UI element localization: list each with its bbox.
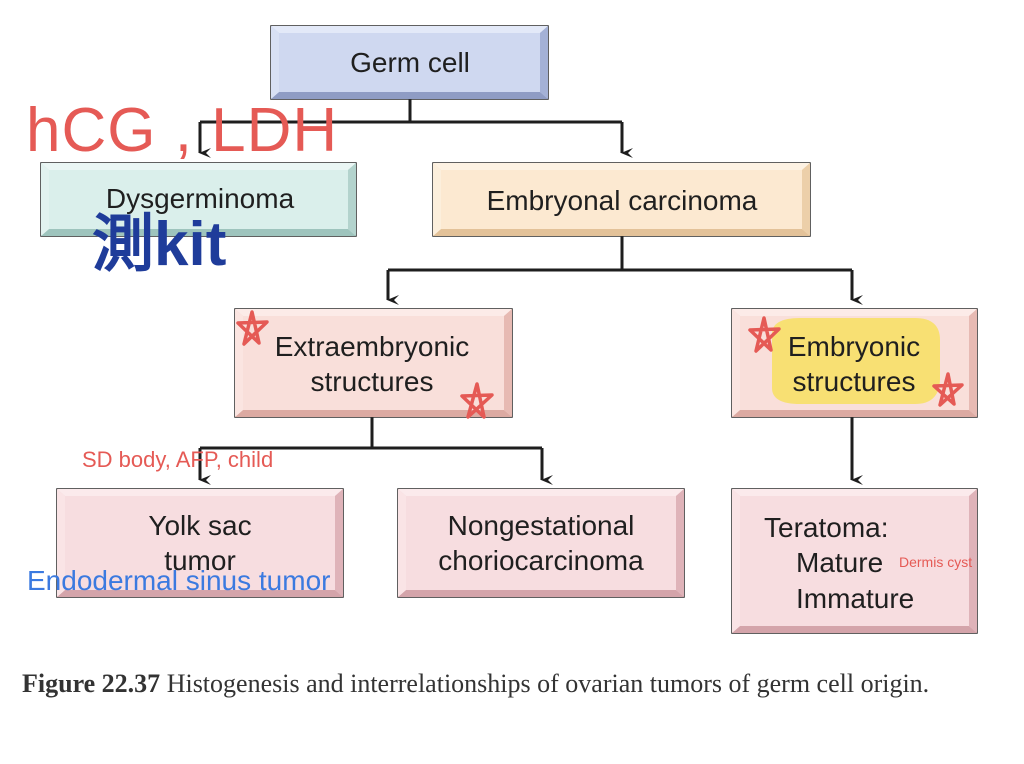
annotation-sd-body: SD body, AFP, child [82,447,274,472]
node-embryonic-line-2: structures [793,366,916,397]
annotation-endodermal-sinus-tumor: Endodermal sinus tumor [27,565,331,596]
node-embryonal-carcinoma: Embryonal carcinoma [432,162,811,237]
node-extraembryonic-line-1: Extraembryonic [275,331,470,362]
annotation-hcg-ldh: hCG , LDH [26,96,339,165]
node-embryonic-line-1: Embryonic [788,331,920,362]
node-yolk-sac-line-2: tumor [164,545,236,576]
node-extraembryonic-line-2: structures [311,366,434,397]
node-germ-cell: Germ cell [270,25,549,100]
yellow-highlight [772,318,940,404]
handwritten-stars [236,310,964,419]
diagram-canvas: Germ cell Dysgerminoma Embryonal carcino… [40,25,978,634]
node-embryonic-structures: Embryonic structures [731,308,978,418]
node-teratoma-line-1: Teratoma: [764,512,889,543]
node-nongestational-line-1: Nongestational [448,510,635,541]
node-embryonal-carcinoma-label: Embryonal carcinoma [487,185,758,216]
connector-embryonal-split [388,236,852,272]
star-mark-embryonic-bottom [932,372,964,407]
figure-caption-text: Histogenesis and interrelationships of o… [166,669,930,698]
connector-germ-split [200,99,622,124]
node-yolk-sac-tumor: Yolk sac tumor [56,488,344,598]
node-nongestational-line-2: choriocarcinoma [438,545,644,576]
node-yolk-sac-line-1: Yolk sac [148,510,251,541]
figure-caption: Figure 22.37 Histogenesis and interrelat… [22,666,1002,702]
node-teratoma: Teratoma: Mature Immature [731,488,978,634]
node-teratoma-line-3: Immature [796,583,914,614]
figure-caption-label: Figure 22.37 [22,669,161,698]
annotation-dermis-cyst: Dermis cyst [899,554,973,570]
node-teratoma-line-2: Mature [796,547,883,578]
node-dysgerminoma: Dysgerminoma [40,162,357,237]
star-mark-extraembryonic-top [236,310,269,346]
annotation-kit: 測kit [92,210,227,279]
node-nongestational-choriocarcinoma: Nongestational choriocarcinoma [397,488,685,598]
star-mark-extraembryonic-bottom [460,382,494,419]
node-germ-cell-label: Germ cell [350,47,470,78]
node-dysgerminoma-label: Dysgerminoma [106,183,295,214]
connector-extraembryonic-split [200,417,542,450]
connectors [198,99,863,485]
star-mark-embryonic-top [748,316,781,353]
node-extraembryonic-structures: Extraembryonic structures [234,308,513,418]
